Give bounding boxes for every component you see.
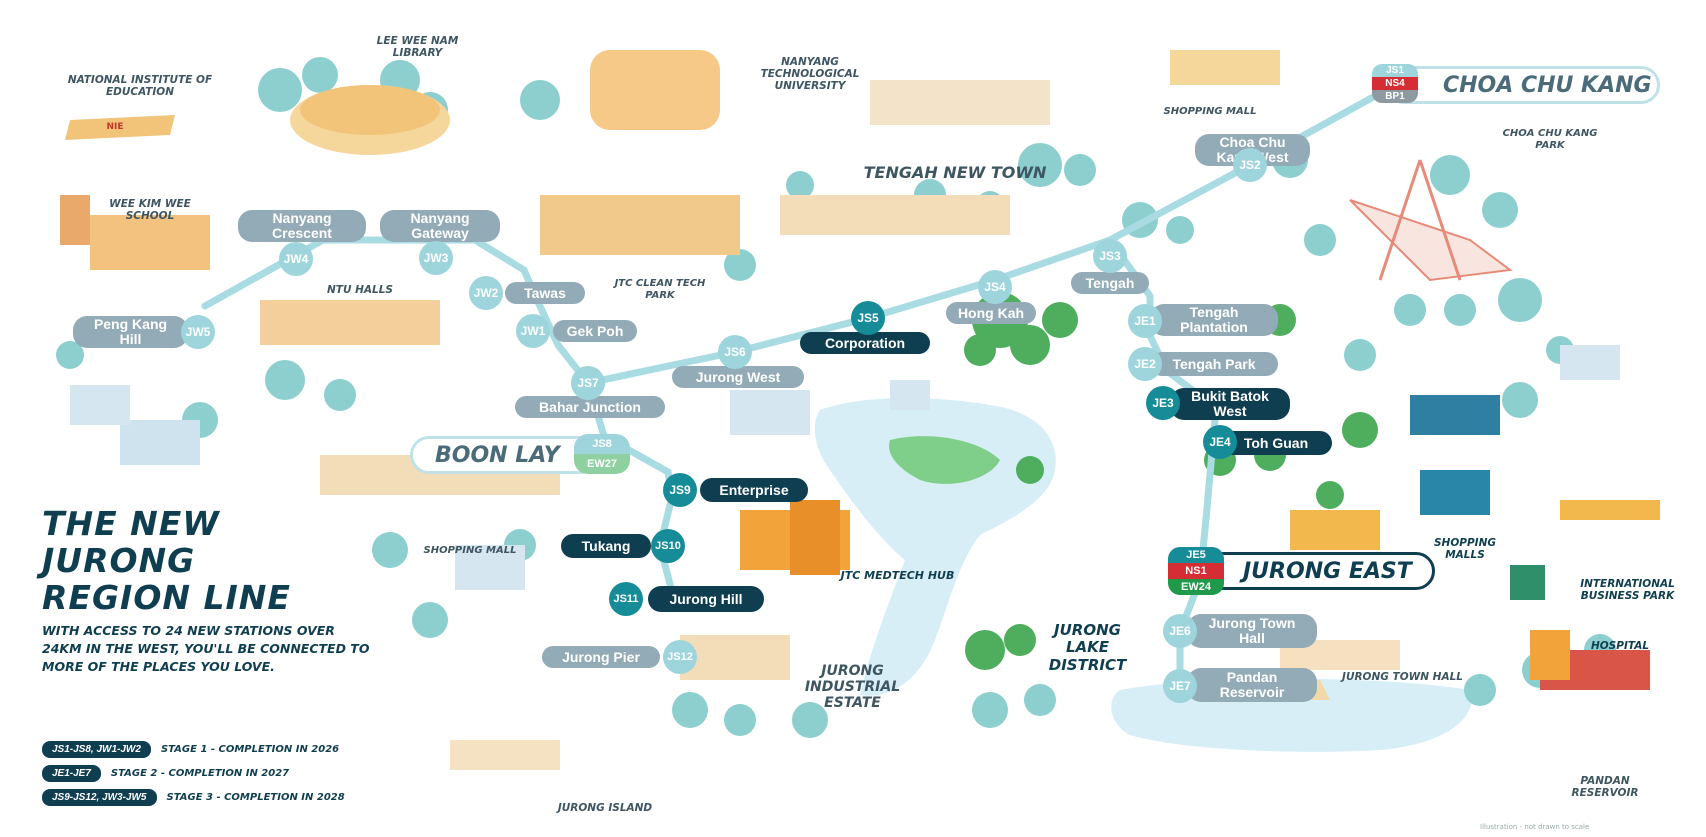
landmark-shopping-malls-je: SHOPPING MALLS — [1434, 537, 1496, 562]
lake-island — [889, 436, 1000, 484]
buildings — [60, 50, 1660, 770]
legend-stage-1: JS1-JS8, JW1-JW2 STAGE 1 - COMPLETION IN… — [42, 741, 339, 758]
station-js5[interactable]: Corporation — [800, 332, 930, 354]
map-title: THE NEW JURONG REGION LINE — [42, 505, 291, 616]
nie-sign: NIE — [106, 122, 124, 132]
station-js4[interactable]: Hong Kah — [946, 302, 1036, 324]
legend-badge-stage-2: JE1-JE7 — [42, 765, 101, 782]
station-je4[interactable]: Toh Guan — [1220, 431, 1332, 455]
code-je6: JE6 — [1163, 614, 1197, 648]
code-je2: JE2 — [1128, 347, 1162, 381]
station-jw4[interactable]: Nanyang Crescent — [238, 210, 366, 242]
legend-stage-2: JE1-JE7 STAGE 2 - COMPLETION IN 2027 — [42, 765, 289, 782]
interchange-boon-lay-name: BOON LAY — [435, 442, 560, 468]
choa-chu-kang-codes: JS1 NS4 BP1 — [1372, 64, 1418, 103]
station-js10[interactable]: Tukang — [561, 534, 651, 558]
legend-stage-3: JS9-JS12, JW3-JW5 STAGE 3 - COMPLETION I… — [42, 789, 345, 806]
code-ew27: EW27 — [574, 454, 630, 474]
code-je4: JE4 — [1203, 425, 1237, 459]
station-js6[interactable]: Jurong West — [672, 366, 804, 388]
station-js11[interactable]: Jurong Hill — [648, 586, 764, 612]
station-je6[interactable]: Jurong Town Hall — [1187, 614, 1317, 648]
station-js3[interactable]: Tengah — [1071, 272, 1149, 294]
landmark-shopping-mall-cck: SHOPPING MALL — [1163, 106, 1257, 117]
station-jw2[interactable]: Tawas — [505, 282, 585, 304]
code-js7: JS7 — [571, 366, 605, 400]
landmark-jurong-industrial-estate: JURONG INDUSTRIAL ESTATE — [804, 663, 901, 712]
interchange-choa-chu-kang-name: CHOA CHU KANG — [1443, 72, 1652, 98]
code-js8: JS8 — [574, 434, 630, 454]
code-je7: JE7 — [1163, 669, 1197, 703]
code-jw2: JW2 — [469, 276, 503, 310]
landmark-nie: NATIONAL INSTITUTE OF EDUCATION — [67, 74, 213, 99]
credit-note: Illustration - not drawn to scale — [1480, 823, 1590, 831]
code-js3: JS3 — [1093, 239, 1127, 273]
legend-text-stage-3: STAGE 3 - COMPLETION IN 2028 — [166, 792, 345, 803]
station-je7[interactable]: Pandan Reservoir — [1187, 668, 1317, 702]
landmark-hospital: HOSPITAL — [1590, 640, 1650, 652]
landmark-cck-park: CHOA CHU KANG PARK — [1502, 128, 1598, 151]
station-je3[interactable]: Bukit Batok West — [1170, 388, 1290, 420]
code-js12: JS12 — [663, 640, 697, 674]
map-subtitle: WITH ACCESS TO 24 NEW STATIONS OVER 24KM… — [42, 623, 370, 674]
interchange-choa-chu-kang[interactable]: CHOA CHU KANG — [1385, 66, 1660, 104]
landmark-jurong-island: JURONG ISLAND — [557, 802, 653, 814]
station-js12[interactable]: Jurong Pier — [542, 646, 660, 668]
jurong-east-codes: JE5 NS1 EW24 — [1168, 547, 1224, 595]
code-jw1: JW1 — [516, 314, 550, 348]
title-line-2: JURONG — [42, 541, 196, 580]
code-js10: JS10 — [651, 529, 685, 563]
landmark-ntu: NANYANG TECHNOLOGICAL UNIVERSITY — [760, 56, 860, 93]
title-line-1: THE NEW — [42, 504, 220, 543]
station-jw1[interactable]: Gek Poh — [553, 320, 637, 342]
station-je2[interactable]: Tengah Park — [1150, 352, 1278, 376]
landmark-tengah-new-town: TENGAH NEW TOWN — [863, 163, 1047, 182]
code-ns4: NS4 — [1372, 77, 1418, 90]
legend-text-stage-2: STAGE 2 - COMPLETION IN 2027 — [110, 768, 290, 779]
landmark-jtc-medtech-hub: JTC MEDTECH HUB — [840, 569, 955, 582]
code-jw5: JW5 — [181, 315, 215, 349]
station-jw5[interactable]: Peng Kang Hill — [73, 316, 188, 348]
station-js7[interactable]: Bahar Junction — [515, 396, 665, 418]
code-ns1: NS1 — [1168, 563, 1224, 579]
code-js9: JS9 — [663, 473, 697, 507]
station-jw3[interactable]: Nanyang Gateway — [380, 210, 500, 242]
landmark-jurong-town-hall: JURONG TOWN HALL — [1342, 671, 1463, 683]
code-je3: JE3 — [1146, 386, 1180, 420]
code-jw4: JW4 — [279, 242, 313, 276]
code-js6: JS6 — [718, 335, 752, 369]
landmark-lee-wee-nam-library: LEE WEE NAM LIBRARY — [376, 35, 459, 60]
code-je1: JE1 — [1128, 304, 1162, 338]
jurong-lake — [814, 398, 1056, 696]
code-js5: JS5 — [851, 301, 885, 335]
landmark-ntu-halls: NTU HALLS — [327, 284, 393, 296]
interchange-boon-lay[interactable]: BOON LAY — [410, 436, 600, 474]
station-je1[interactable]: Tengah Plantation — [1150, 304, 1278, 336]
code-jw3: JW3 — [419, 241, 453, 275]
code-js1: JS1 — [1372, 64, 1418, 77]
boon-lay-codes: JS8 EW27 — [574, 434, 630, 474]
interchange-jurong-east-name: JURONG EAST — [1243, 558, 1412, 584]
landmark-pandan-reservoir: PANDAN RESERVOIR — [1571, 775, 1639, 800]
legend-text-stage-1: STAGE 1 - COMPLETION IN 2026 — [160, 744, 340, 755]
landmark-jurong-lake-district: JURONG LAKE DISTRICT — [1048, 621, 1127, 674]
code-ew24: EW24 — [1168, 579, 1224, 595]
station-js9[interactable]: Enterprise — [700, 478, 808, 502]
code-je5: JE5 — [1168, 547, 1224, 563]
landmark-ibp: INTERNATIONAL BUSINESS PARK — [1580, 578, 1675, 603]
legend-badge-stage-1: JS1-JS8, JW1-JW2 — [42, 741, 151, 758]
code-js11: JS11 — [609, 582, 643, 616]
landmark-wee-kim-wee: WEE KIM WEE SCHOOL — [109, 198, 191, 223]
code-js2: JS2 — [1233, 148, 1267, 182]
dark-trees — [964, 292, 1378, 670]
landmark-jtc-clean-tech: JTC CLEAN TECH PARK — [614, 278, 706, 301]
code-js4: JS4 — [978, 270, 1012, 304]
landmark-shopping-mall-boon-lay: SHOPPING MALL — [423, 545, 517, 556]
title-line-3: REGION LINE — [42, 578, 291, 617]
code-bp1: BP1 — [1372, 90, 1418, 103]
legend-badge-stage-3: JS9-JS12, JW3-JW5 — [42, 789, 157, 806]
